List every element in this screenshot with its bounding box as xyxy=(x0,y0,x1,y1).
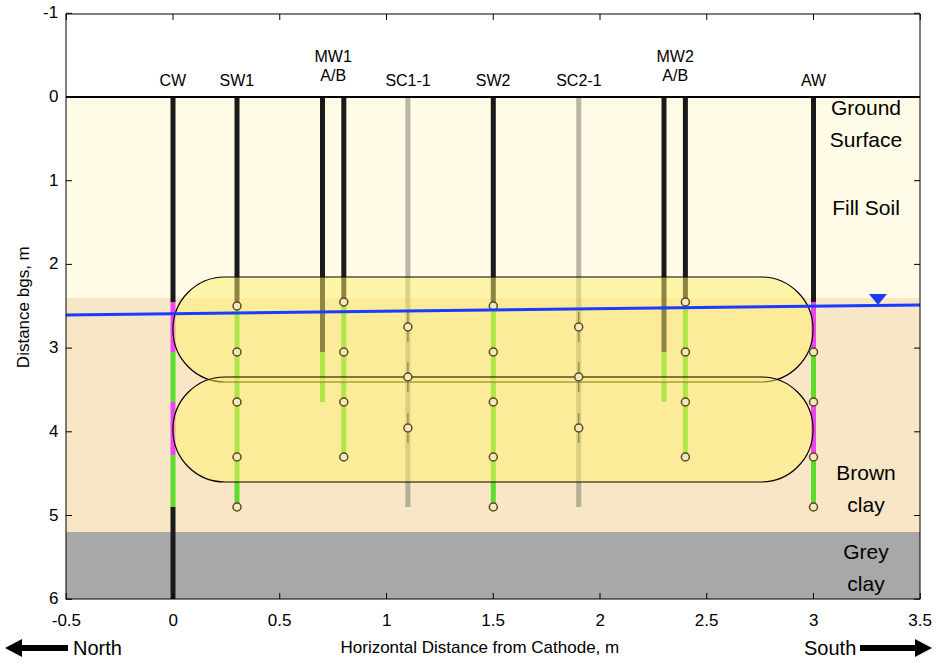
sampling-port xyxy=(681,348,689,356)
sampling-port xyxy=(489,453,497,461)
tick-label: 0 xyxy=(169,611,178,631)
sampling-port xyxy=(233,503,241,511)
sampling-port xyxy=(233,302,241,310)
tick-label: -1 xyxy=(43,3,58,23)
south-arrow xyxy=(860,639,932,657)
water-table-symbol xyxy=(869,294,887,305)
layer-label: Brown clay xyxy=(836,457,896,521)
sampling-port xyxy=(575,323,583,331)
axis-title: Horizontal Distance from Cathode, m xyxy=(341,638,620,658)
tick-label: 4 xyxy=(49,422,58,442)
treatment-zone xyxy=(173,277,813,382)
tick-label: 2 xyxy=(49,254,58,274)
well-label: MW2 A/B xyxy=(657,47,694,85)
layer-label: Grey clay xyxy=(843,536,889,600)
tick-label: 3 xyxy=(49,338,58,358)
tick-label: 1 xyxy=(382,611,391,631)
layer-label: Ground Surface xyxy=(830,92,902,156)
sampling-port xyxy=(681,398,689,406)
sampling-port xyxy=(340,348,348,356)
sampling-port xyxy=(233,348,241,356)
layer-label: Fill Soil xyxy=(832,192,900,224)
tick-label: 5 xyxy=(49,506,58,526)
sampling-port xyxy=(489,503,497,511)
well-label: CW xyxy=(160,71,187,90)
tick-label: 0 xyxy=(49,87,58,107)
sampling-port xyxy=(340,453,348,461)
sampling-port xyxy=(681,453,689,461)
tick-label: 3.5 xyxy=(908,611,932,631)
ground-line xyxy=(66,96,920,98)
sampling-port xyxy=(233,453,241,461)
sampling-port xyxy=(233,398,241,406)
well-label: SW1 xyxy=(220,71,255,90)
sampling-port xyxy=(340,298,348,306)
sampling-port xyxy=(404,424,412,432)
sampling-port xyxy=(681,298,689,306)
north-arrow xyxy=(5,639,68,657)
tick-label: 2 xyxy=(596,611,605,631)
sampling-port xyxy=(810,503,818,511)
treatment-zone xyxy=(173,377,813,482)
axis-title: Distance bgs, m xyxy=(14,246,34,368)
sampling-port xyxy=(489,398,497,406)
tick-label: 1.5 xyxy=(481,611,505,631)
well-label: AW xyxy=(801,71,826,90)
sampling-port xyxy=(810,398,818,406)
direction-label: North xyxy=(73,636,122,660)
tick-label: -0.5 xyxy=(52,611,81,631)
tick-label: 2.5 xyxy=(695,611,719,631)
sampling-port xyxy=(340,398,348,406)
sampling-port xyxy=(404,323,412,331)
sampling-port xyxy=(404,373,412,381)
sampling-port xyxy=(810,348,818,356)
well-label: MW1 A/B xyxy=(315,47,352,85)
well-label: SW2 xyxy=(476,71,511,90)
sampling-port xyxy=(489,348,497,356)
water-table xyxy=(66,305,920,315)
direction-label: South xyxy=(804,636,856,660)
plot-frame xyxy=(66,14,920,599)
soil-layer: Grey clay xyxy=(66,532,920,599)
tick-label: 6 xyxy=(49,589,58,609)
tick-label: 0.5 xyxy=(268,611,292,631)
sampling-ports xyxy=(233,298,818,511)
well-label: SC1-1 xyxy=(385,71,430,90)
sampling-port xyxy=(575,373,583,381)
axis-ticks xyxy=(66,13,920,599)
wells xyxy=(173,97,814,599)
sampling-port xyxy=(810,453,818,461)
tick-label: 1 xyxy=(49,171,58,191)
sampling-port xyxy=(575,424,583,432)
well-label: SC2-1 xyxy=(556,71,601,90)
tick-label: 3 xyxy=(809,611,818,631)
